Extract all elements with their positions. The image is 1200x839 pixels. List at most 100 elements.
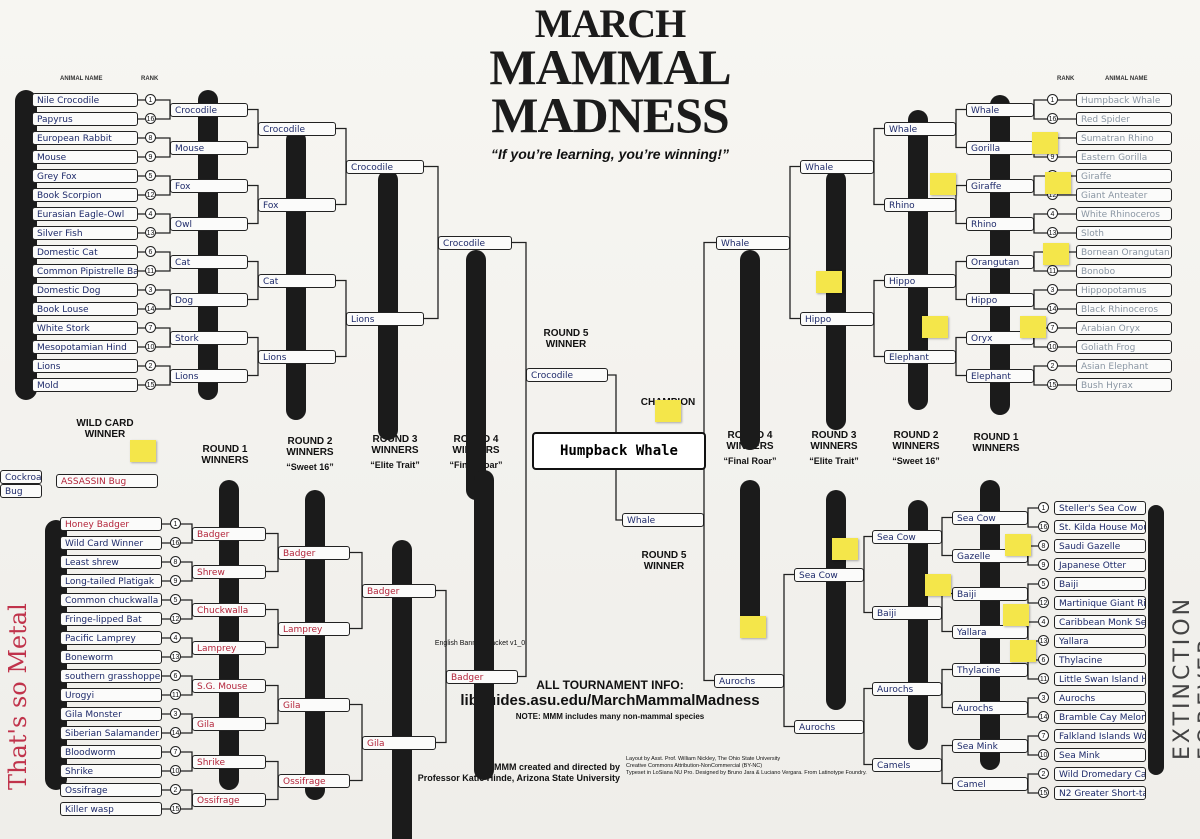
right-bottom-entrant[interactable]: Caribbean Monk Seal	[1054, 615, 1146, 629]
left-top-r1-slot[interactable]: Crocodile	[170, 102, 248, 117]
left-top-entrant[interactable]: Eurasian Eagle-Owl	[32, 207, 138, 221]
right-top-entrant[interactable]: Giant Anteater	[1076, 188, 1172, 202]
right-top-entrant[interactable]: Giraffe	[1076, 169, 1172, 183]
right-top-r1-slot[interactable]: Orangutan	[966, 254, 1034, 269]
left-top-entrant[interactable]: Lions	[32, 359, 138, 373]
right-top-r2-slot[interactable]: Whale	[884, 121, 956, 136]
right-bottom-entrant[interactable]: St. Kilda House Mouse	[1054, 520, 1146, 534]
right-bottom-entrant[interactable]: Steller's Sea Cow	[1054, 501, 1146, 515]
left-bottom-entrant[interactable]: Siberian Salamander	[60, 726, 162, 740]
right-bottom-r1-slot[interactable]: Sea Cow	[952, 510, 1028, 525]
left-bottom-entrant[interactable]: Wild Card Winner	[60, 536, 162, 550]
round5-right-slot[interactable]: Whale	[622, 513, 704, 527]
right-bottom-r2-slot[interactable]: Baiji	[872, 605, 942, 620]
left-bottom-r1-slot[interactable]: Chuckwalla	[192, 602, 266, 617]
right-top-r1-slot[interactable]: Gorilla	[966, 140, 1034, 155]
left-top-r2-slot[interactable]: Lions	[258, 349, 336, 364]
right-top-entrant[interactable]: Bornean Orangutan	[1076, 245, 1172, 259]
left-bottom-r1-slot[interactable]: Shrike	[192, 754, 266, 769]
right-top-entrant[interactable]: Asian Elephant	[1076, 359, 1172, 373]
right-top-r2-slot[interactable]: Elephant	[884, 349, 956, 364]
wild-card-entrant[interactable]: Bug	[0, 484, 42, 498]
left-top-entrant[interactable]: Mesopotamian Hind	[32, 340, 138, 354]
left-top-entrant[interactable]: European Rabbit	[32, 131, 138, 145]
left-bottom-entrant[interactable]: Shrike	[60, 764, 162, 778]
right-top-entrant[interactable]: Goliath Frog	[1076, 340, 1172, 354]
left-top-entrant[interactable]: Nile Crocodile	[32, 93, 138, 107]
right-bottom-r1-slot[interactable]: Thylacine	[952, 662, 1028, 677]
left-top-entrant[interactable]: Grey Fox	[32, 169, 138, 183]
right-bottom-entrant[interactable]: Bramble Cay Melomys	[1054, 710, 1146, 724]
left-top-entrant[interactable]: Silver Fish	[32, 226, 138, 240]
left-bottom-r1-slot[interactable]: Badger	[192, 526, 266, 541]
right-top-r1-slot[interactable]: Hippo	[966, 292, 1034, 307]
left-bottom-entrant[interactable]: Gila Monster	[60, 707, 162, 721]
right-bottom-entrant[interactable]: Sea Mink	[1054, 748, 1146, 762]
right-bottom-entrant[interactable]: Martinique Giant Rice Rat	[1054, 596, 1146, 610]
left-bottom-r1-slot[interactable]: Ossifrage	[192, 792, 266, 807]
info-url[interactable]: libguides.asu.edu/MarchMammalMadness	[460, 692, 760, 709]
right-bottom-r1-slot[interactable]: Sea Mink	[952, 738, 1028, 753]
left-top-entrant[interactable]: Mold	[32, 378, 138, 392]
left-top-r3-slot[interactable]: Crocodile	[346, 159, 424, 174]
right-bottom-entrant[interactable]: Baiji	[1054, 577, 1146, 591]
left-top-r2-slot[interactable]: Cat	[258, 273, 336, 288]
right-top-entrant[interactable]: Arabian Oryx	[1076, 321, 1172, 335]
right-top-entrant[interactable]: White Rhinoceros	[1076, 207, 1172, 221]
left-top-entrant[interactable]: Mouse	[32, 150, 138, 164]
left-top-r2-slot[interactable]: Crocodile	[258, 121, 336, 136]
left-bottom-r4-slot[interactable]: Badger	[446, 669, 518, 684]
right-bottom-r2-slot[interactable]: Sea Cow	[872, 529, 942, 544]
right-top-r1-slot[interactable]: Whale	[966, 102, 1034, 117]
right-bottom-r2-slot[interactable]: Aurochs	[872, 681, 942, 696]
right-top-r2-slot[interactable]: Hippo	[884, 273, 956, 288]
left-bottom-entrant[interactable]: southern grasshopper mouse	[60, 669, 162, 683]
champion-box[interactable]: Humpback Whale	[532, 432, 706, 470]
left-top-r1-slot[interactable]: Stork	[170, 330, 248, 345]
right-bottom-r1-slot[interactable]: Baiji	[952, 586, 1028, 601]
left-top-r1-slot[interactable]: Dog	[170, 292, 248, 307]
left-top-r1-slot[interactable]: Mouse	[170, 140, 248, 155]
right-top-r3-slot[interactable]: Hippo	[800, 311, 874, 326]
left-top-r3-slot[interactable]: Lions	[346, 311, 424, 326]
right-top-entrant[interactable]: Humpback Whale	[1076, 93, 1172, 107]
left-top-entrant[interactable]: Domestic Cat	[32, 245, 138, 259]
round5-left-slot[interactable]: Crocodile	[526, 368, 608, 382]
left-bottom-entrant[interactable]: Killer wasp	[60, 802, 162, 816]
right-bottom-r3-slot[interactable]: Aurochs	[794, 719, 864, 734]
right-bottom-r3-slot[interactable]: Sea Cow	[794, 567, 864, 582]
left-bottom-entrant[interactable]: Urogyi	[60, 688, 162, 702]
left-bottom-r1-slot[interactable]: Lamprey	[192, 640, 266, 655]
left-bottom-r2-slot[interactable]: Ossifrage	[278, 773, 350, 788]
left-top-r1-slot[interactable]: Fox	[170, 178, 248, 193]
right-bottom-entrant[interactable]: Yallara	[1054, 634, 1146, 648]
left-bottom-r2-slot[interactable]: Gila	[278, 697, 350, 712]
right-bottom-entrant[interactable]: Japanese Otter	[1054, 558, 1146, 572]
left-top-r4-slot[interactable]: Crocodile	[438, 235, 512, 250]
left-bottom-r3-slot[interactable]: Badger	[362, 583, 436, 598]
right-top-r3-slot[interactable]: Whale	[800, 159, 874, 174]
left-bottom-r2-slot[interactable]: Lamprey	[278, 621, 350, 636]
left-top-r1-slot[interactable]: Owl	[170, 216, 248, 231]
left-top-entrant[interactable]: Domestic Dog	[32, 283, 138, 297]
left-bottom-r1-slot[interactable]: Shrew	[192, 564, 266, 579]
right-bottom-entrant[interactable]: N2 Greater Short-tailed Bat	[1054, 786, 1146, 800]
right-bottom-entrant[interactable]: Little Swan Island Hutia	[1054, 672, 1146, 686]
right-top-r2-slot[interactable]: Rhino	[884, 197, 956, 212]
left-top-r1-slot[interactable]: Lions	[170, 368, 248, 383]
left-bottom-r1-slot[interactable]: Gila	[192, 716, 266, 731]
left-bottom-r3-slot[interactable]: Gila	[362, 735, 436, 750]
right-bottom-entrant[interactable]: Thylacine	[1054, 653, 1146, 667]
right-bottom-r4-slot[interactable]: Aurochs	[714, 673, 784, 688]
right-top-entrant[interactable]: Sloth	[1076, 226, 1172, 240]
left-bottom-r1-slot[interactable]: S.G. Mouse	[192, 678, 266, 693]
right-bottom-entrant[interactable]: Aurochs	[1054, 691, 1146, 705]
right-bottom-r1-slot[interactable]: Yallara	[952, 624, 1028, 639]
left-bottom-entrant[interactable]: Least shrew	[60, 555, 162, 569]
left-bottom-entrant[interactable]: Bloodworm	[60, 745, 162, 759]
wild-card-entrant[interactable]: Cockroach	[0, 470, 42, 484]
left-top-entrant[interactable]: Common Pipistrelle Bat	[32, 264, 138, 278]
right-top-r1-slot[interactable]: Elephant	[966, 368, 1034, 383]
left-bottom-entrant[interactable]: Fringe-lipped Bat	[60, 612, 162, 626]
left-top-entrant[interactable]: Book Louse	[32, 302, 138, 316]
